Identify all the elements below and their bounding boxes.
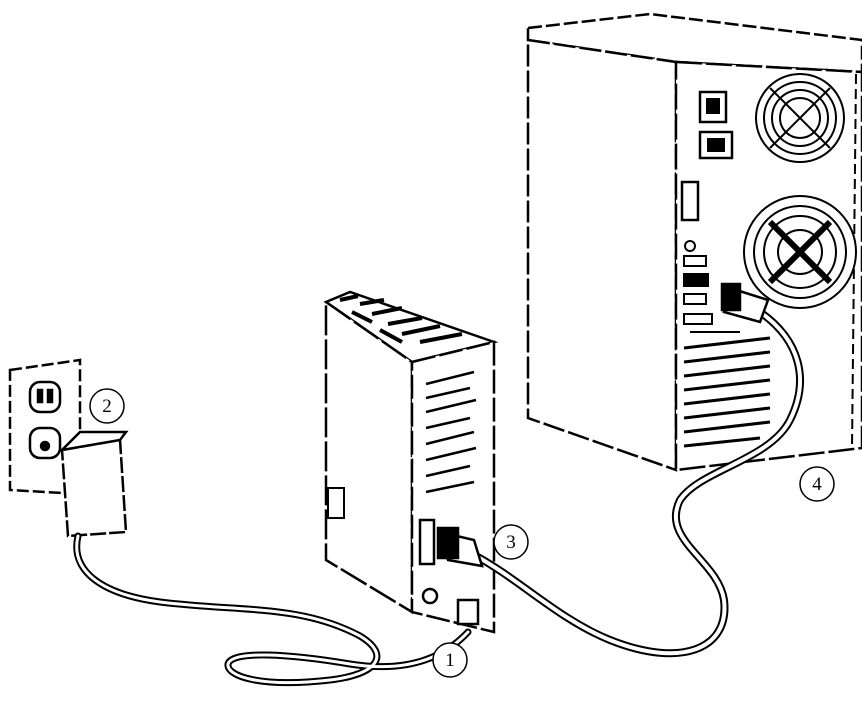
drive-power-plug bbox=[458, 600, 478, 624]
callout-label-3: 3 bbox=[506, 532, 516, 553]
expansion-bracket bbox=[682, 182, 698, 220]
callout-4: 4 bbox=[800, 467, 834, 501]
power-adapter-icon bbox=[62, 432, 126, 536]
outlet-top-socket bbox=[30, 382, 60, 412]
callout-1: 1 bbox=[433, 643, 467, 677]
drive-side-notch bbox=[328, 488, 344, 518]
callout-3: 3 bbox=[494, 525, 528, 559]
lower-fan-icon bbox=[744, 196, 856, 308]
computer-tower-icon bbox=[528, 14, 862, 470]
callout-label-2: 2 bbox=[102, 396, 112, 417]
upper-fan-icon bbox=[756, 74, 844, 162]
adapter-front bbox=[62, 440, 126, 536]
callout-2: 2 bbox=[90, 389, 124, 423]
drive-usb-port bbox=[420, 520, 434, 564]
drive-power-jack bbox=[423, 589, 437, 603]
callout-label-4: 4 bbox=[812, 474, 822, 495]
callout-label-1: 1 bbox=[445, 650, 455, 671]
external-drive-icon bbox=[326, 292, 494, 632]
tower-side-face bbox=[528, 40, 676, 470]
